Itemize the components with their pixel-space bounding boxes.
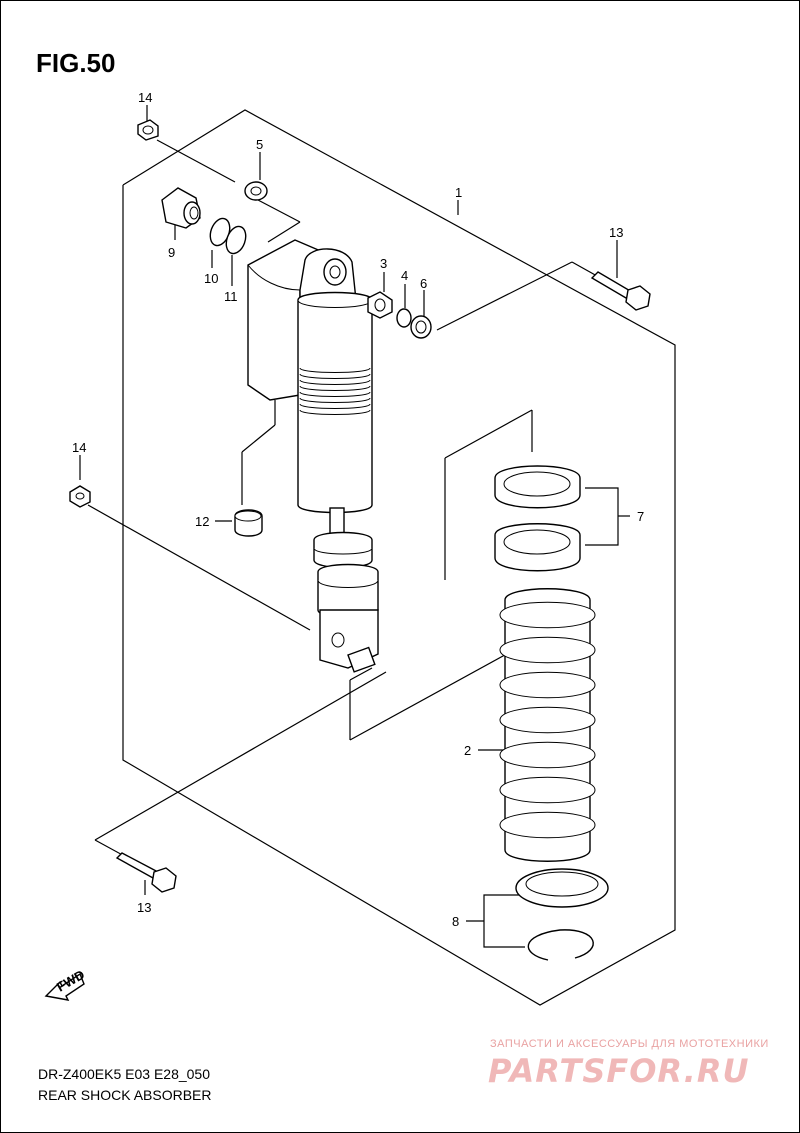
figure-title: FIG.50 [36,48,116,78]
part-7-adjuster-nut-lower[interactable] [494,523,581,572]
watermark-logo: PARTSFOR.RU [488,1052,750,1090]
forward-arrow-icon: FWD [44,967,87,1001]
part-11-o-ring[interactable] [223,224,249,256]
part-3-collar[interactable] [367,291,393,319]
part-13-bolt-top[interactable] [590,271,651,311]
callout-4: 4 [401,268,408,283]
model-code: DR-Z400EK5 E03 E28_050 [38,1066,210,1082]
callout-14-lower: 14 [72,440,86,455]
section-name: REAR SHOCK ABSORBER [38,1087,212,1103]
callout-10: 10 [204,271,218,286]
part-4-circlip[interactable] [396,308,412,328]
callout-numbers: 1 2 3 4 5 6 7 8 9 10 11 12 13 13 14 14 [72,90,644,929]
part-6-seal[interactable] [410,315,432,339]
callout-5: 5 [256,137,263,152]
part-14-nut-lower[interactable] [69,485,91,508]
part-7-adjuster-nut-upper[interactable] [494,465,581,509]
callout-9: 9 [168,245,175,260]
callout-8: 8 [452,914,459,929]
part-8-clip[interactable] [527,929,594,961]
watermark-tagline: ЗАПЧАСТИ И АКСЕССУАРЫ ДЛЯ МОТОТЕХНИКИ [490,1038,769,1050]
part-13-bolt-lower[interactable] [115,852,177,893]
part-14-nut-top[interactable] [137,119,159,141]
callout-14-top: 14 [138,90,152,105]
part-1-shock-absorber[interactable] [247,239,379,673]
leader-lines [79,105,641,948]
part-5-washer[interactable] [244,181,268,201]
part-8-spring-seat[interactable] [515,868,609,908]
callout-11: 11 [224,289,238,304]
part-9-reservoir-cap[interactable] [161,187,201,229]
callout-13-lower: 13 [137,900,151,915]
callout-2: 2 [464,743,471,758]
callout-7: 7 [637,509,644,524]
part-12-bushing[interactable] [234,509,263,537]
callout-3: 3 [380,256,387,271]
callout-13-top: 13 [609,225,623,240]
callout-6: 6 [420,276,427,291]
callout-1: 1 [455,185,462,200]
assembly-outline [122,109,676,1006]
callout-12: 12 [195,514,209,529]
part-2-spring[interactable] [499,588,596,862]
